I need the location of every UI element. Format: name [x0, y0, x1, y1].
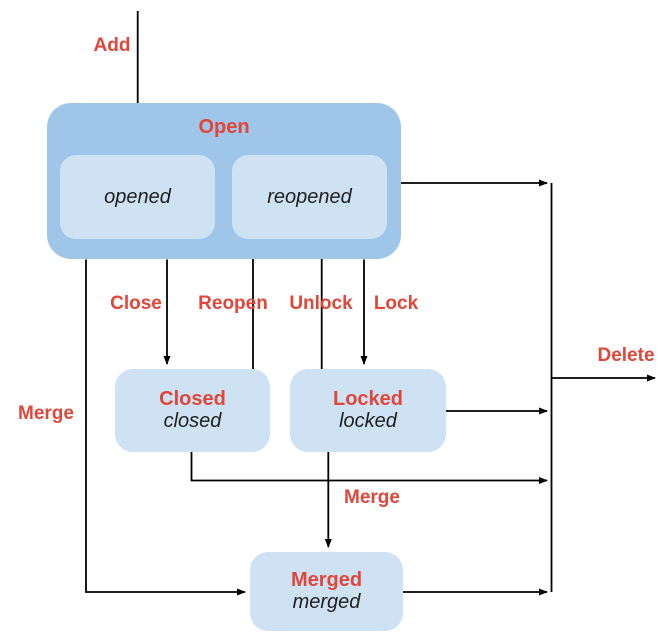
state-reopened: reopened: [232, 155, 387, 239]
state-merged-label: merged: [292, 591, 361, 613]
transition-label-reopen: Reopen: [198, 293, 268, 314]
transition-label-delete: Delete: [597, 345, 655, 366]
state-merged-title: Merged: [290, 569, 363, 591]
merge-left-arrow: [85, 259, 246, 596]
transition-label-unlock: Unlock: [289, 293, 353, 314]
transition-label-lock: Lock: [373, 293, 419, 314]
open-state-title: Open: [198, 116, 250, 138]
state-locked: Locked locked: [290, 369, 446, 452]
state-locked-label: locked: [339, 410, 397, 432]
state-closed-title: Closed: [159, 388, 226, 410]
state-opened: opened: [60, 155, 215, 239]
state-closed: Closed closed: [115, 369, 270, 452]
transition-label-close: Close: [110, 293, 162, 314]
state-reopened-label: reopened: [267, 185, 352, 208]
state-merged: Merged merged: [250, 552, 403, 631]
state-opened-label: opened: [104, 185, 171, 208]
transition-label-merge-left: Merge: [18, 403, 74, 424]
transition-label-merge-mid: Merge: [344, 487, 400, 508]
transition-label-add: Add: [93, 35, 131, 56]
state-closed-label: closed: [163, 410, 222, 432]
closed-to-delete-line: [190, 452, 548, 484]
state-locked-title: Locked: [332, 388, 404, 410]
